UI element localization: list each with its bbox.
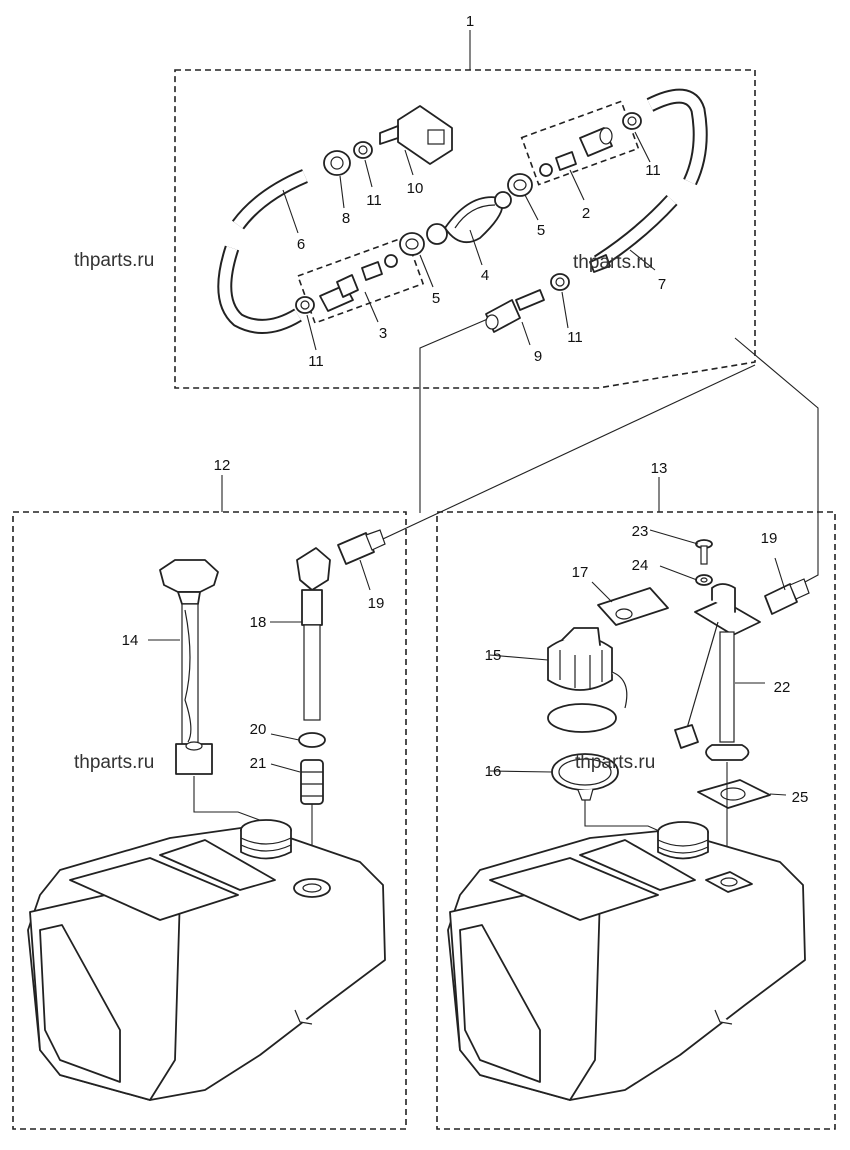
gasket-25	[697, 779, 771, 809]
retaining-ring-16	[551, 753, 619, 801]
callout-8: 8	[342, 210, 350, 227]
connection-line-7-to-19	[734, 337, 819, 591]
connector-fitting-3	[319, 254, 398, 312]
tank-assembly-12-box	[12, 511, 407, 1130]
fuel-gauge-14	[159, 559, 219, 775]
clamp-11-bottom-left	[295, 296, 315, 314]
callout-11-top: 11	[366, 192, 382, 209]
callout-24: 24	[632, 557, 649, 574]
clamp-11-top-right	[622, 112, 642, 130]
primer-bulb-4	[426, 191, 512, 245]
watermark-text: thparts.ru	[74, 752, 154, 773]
callout-11-top-right: 11	[645, 162, 661, 179]
connector-fitting-2	[539, 127, 613, 177]
callout-18: 18	[250, 614, 267, 631]
collar-5-upper	[507, 173, 533, 197]
collar-8	[323, 150, 351, 176]
fuel-tank-12	[27, 819, 386, 1101]
callout-19-right: 19	[761, 530, 778, 547]
callout-25: 25	[792, 789, 809, 806]
connection-line-9-to-19	[419, 317, 491, 513]
fitting-9	[485, 289, 545, 333]
callout-5-upper: 5	[537, 222, 545, 239]
o-ring-20	[298, 732, 326, 748]
callout-2: 2	[582, 205, 590, 222]
callout-14: 14	[122, 632, 139, 649]
callout-4: 4	[481, 267, 489, 284]
callout-20: 20	[250, 721, 267, 738]
callout-1: 1	[466, 13, 474, 30]
callout-21: 21	[250, 755, 267, 772]
connector-subassembly-2-box	[520, 100, 640, 186]
collar-5-lower	[399, 232, 425, 256]
callout-22: 22	[774, 679, 791, 696]
clamp-11-top	[353, 141, 373, 159]
fitting-19-right	[764, 578, 810, 615]
guide-line-14-to-tank	[193, 776, 266, 823]
filter-21	[300, 759, 324, 805]
callout-9: 9	[534, 348, 542, 365]
fuel-tank-13	[447, 821, 806, 1101]
clamp-11-bottom	[550, 273, 570, 291]
screw-23	[695, 539, 713, 565]
callout-23: 23	[632, 523, 649, 540]
gasket-17	[597, 587, 669, 626]
hose-7	[593, 88, 708, 269]
filler-cap-15	[547, 627, 628, 733]
tank-assembly-13-box	[436, 511, 836, 1130]
callout-12: 12	[214, 457, 231, 474]
connector-10	[379, 105, 453, 165]
callout-5-lower: 5	[432, 290, 440, 307]
callout-3: 3	[379, 325, 387, 342]
callout-17: 17	[572, 564, 589, 581]
watermarks: thparts.ru thparts.ru thparts.ru thparts…	[74, 250, 655, 773]
callout-11-bottom-left: 11	[308, 353, 324, 370]
callout-15: 15	[485, 647, 502, 664]
watermark-text: thparts.ru	[74, 250, 154, 271]
fuel-line-assembly-box	[174, 69, 756, 389]
callout-13: 13	[651, 460, 668, 477]
callout-10: 10	[407, 180, 424, 197]
washer-24	[695, 574, 713, 586]
callout-numbers: 1 2 3 4 5 5 6 7 8 9 10 11 11 11 11 12 13…	[122, 13, 809, 806]
fuel-pickup-18	[296, 547, 331, 721]
leader-lines	[148, 30, 787, 796]
watermark-text: thparts.ru	[573, 252, 653, 273]
callout-16: 16	[485, 763, 502, 780]
fuel-gauge-assembly-22	[674, 583, 761, 761]
callout-7: 7	[658, 276, 666, 293]
fitting-19-left	[337, 529, 386, 565]
connection-line-19-to-7	[369, 364, 756, 546]
callout-6: 6	[297, 236, 305, 253]
hose-6	[217, 169, 308, 334]
fitting-7-end	[589, 254, 611, 273]
watermark-text: thparts.ru	[575, 752, 655, 773]
callout-19-left: 19	[368, 595, 385, 612]
callout-11-bottom: 11	[567, 329, 583, 346]
